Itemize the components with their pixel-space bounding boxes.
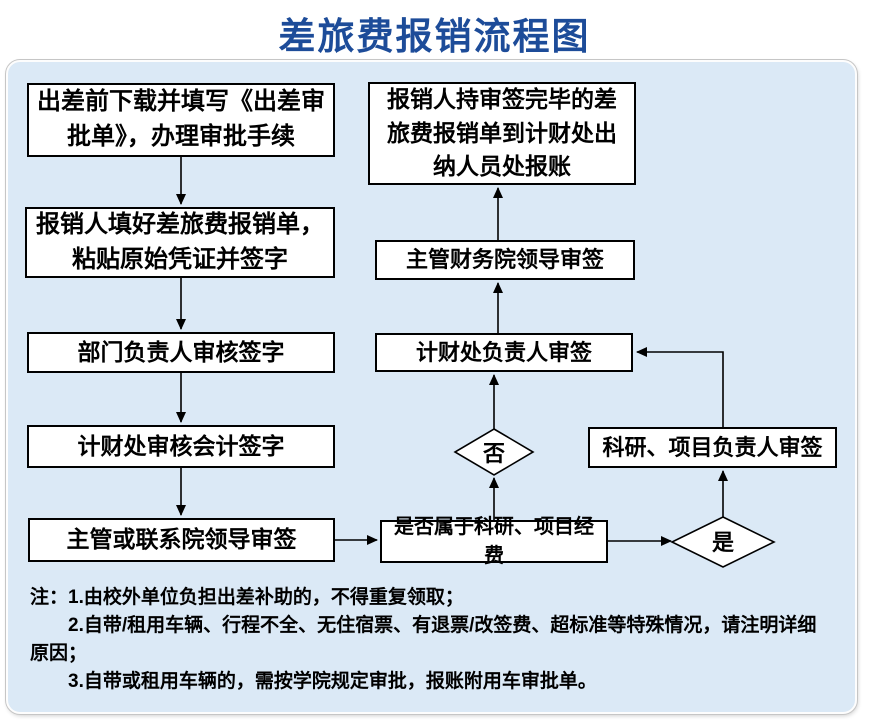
footnote-line: 2.自带/租用车辆、行程不全、无住宿票、有退票/改签费、超标准等特殊情况，请注明… <box>68 615 817 636</box>
node-is-project-fund-question: 是否属于科研、项目经费 <box>380 516 608 567</box>
decision-yes-label: 是 <box>711 530 735 555</box>
node-label: 主管财务院领导审签 <box>405 247 604 273</box>
node-college-leader-sign: 主管或联系院领导审签 <box>28 518 335 562</box>
footnote-line: 3.自带或租用车辆的，需按学院规定审批，报账附用车审批单。 <box>68 671 597 692</box>
node-label: 主管或联系院领导审签 <box>66 526 297 553</box>
node-download-approval-form: 出差前下载并填写《出差审批单》，办理审批手续 <box>27 83 335 157</box>
node-fill-reimbursement-form: 报销人填好差旅费报销单，粘贴原始凭证并签字 <box>25 207 335 278</box>
node-label: 报销人填好差旅费报销单，粘贴原始凭证并签字 <box>36 210 324 273</box>
node-finance-accountant-sign: 计财处审核会计签字 <box>27 425 335 468</box>
node-finance-head-sign: 计财处负责人审签 <box>375 333 633 372</box>
page-title: 差旅费报销流程图 <box>278 17 591 58</box>
node-label: 计财处审核会计签字 <box>77 432 285 459</box>
node-label: 计财处负责人审签 <box>415 339 592 365</box>
decision-no-label: 否 <box>482 441 506 466</box>
node-department-head-sign: 部门负责人审核签字 <box>27 332 335 373</box>
footnote-line: 注：1.由校外单位负担出差补助的，不得重复领取； <box>30 587 464 608</box>
node-label: 是否属于科研、项目经费 <box>394 515 594 567</box>
node-project-leader-sign: 科研、项目负责人审签 <box>588 427 837 468</box>
node-label: 报销人持审签完毕的差旅费报销单到计财处出纳人员处报账 <box>387 86 617 180</box>
node-finance-college-leader-sign: 主管财务院领导审签 <box>375 240 635 280</box>
footnotes: 注：1.由校外单位负担出差补助的，不得重复领取； 2.自带/租用车辆、行程不全、… <box>30 584 850 696</box>
node-label: 部门负责人审核签字 <box>77 338 285 365</box>
node-label: 出差前下载并填写《出差审批单》，办理审批手续 <box>37 88 325 150</box>
node-label: 科研、项目负责人审签 <box>602 434 823 460</box>
footnote-line: 原因； <box>30 643 88 664</box>
node-cashier-reimburse: 报销人持审签完毕的差旅费报销单到计财处出纳人员处报账 <box>368 82 636 185</box>
